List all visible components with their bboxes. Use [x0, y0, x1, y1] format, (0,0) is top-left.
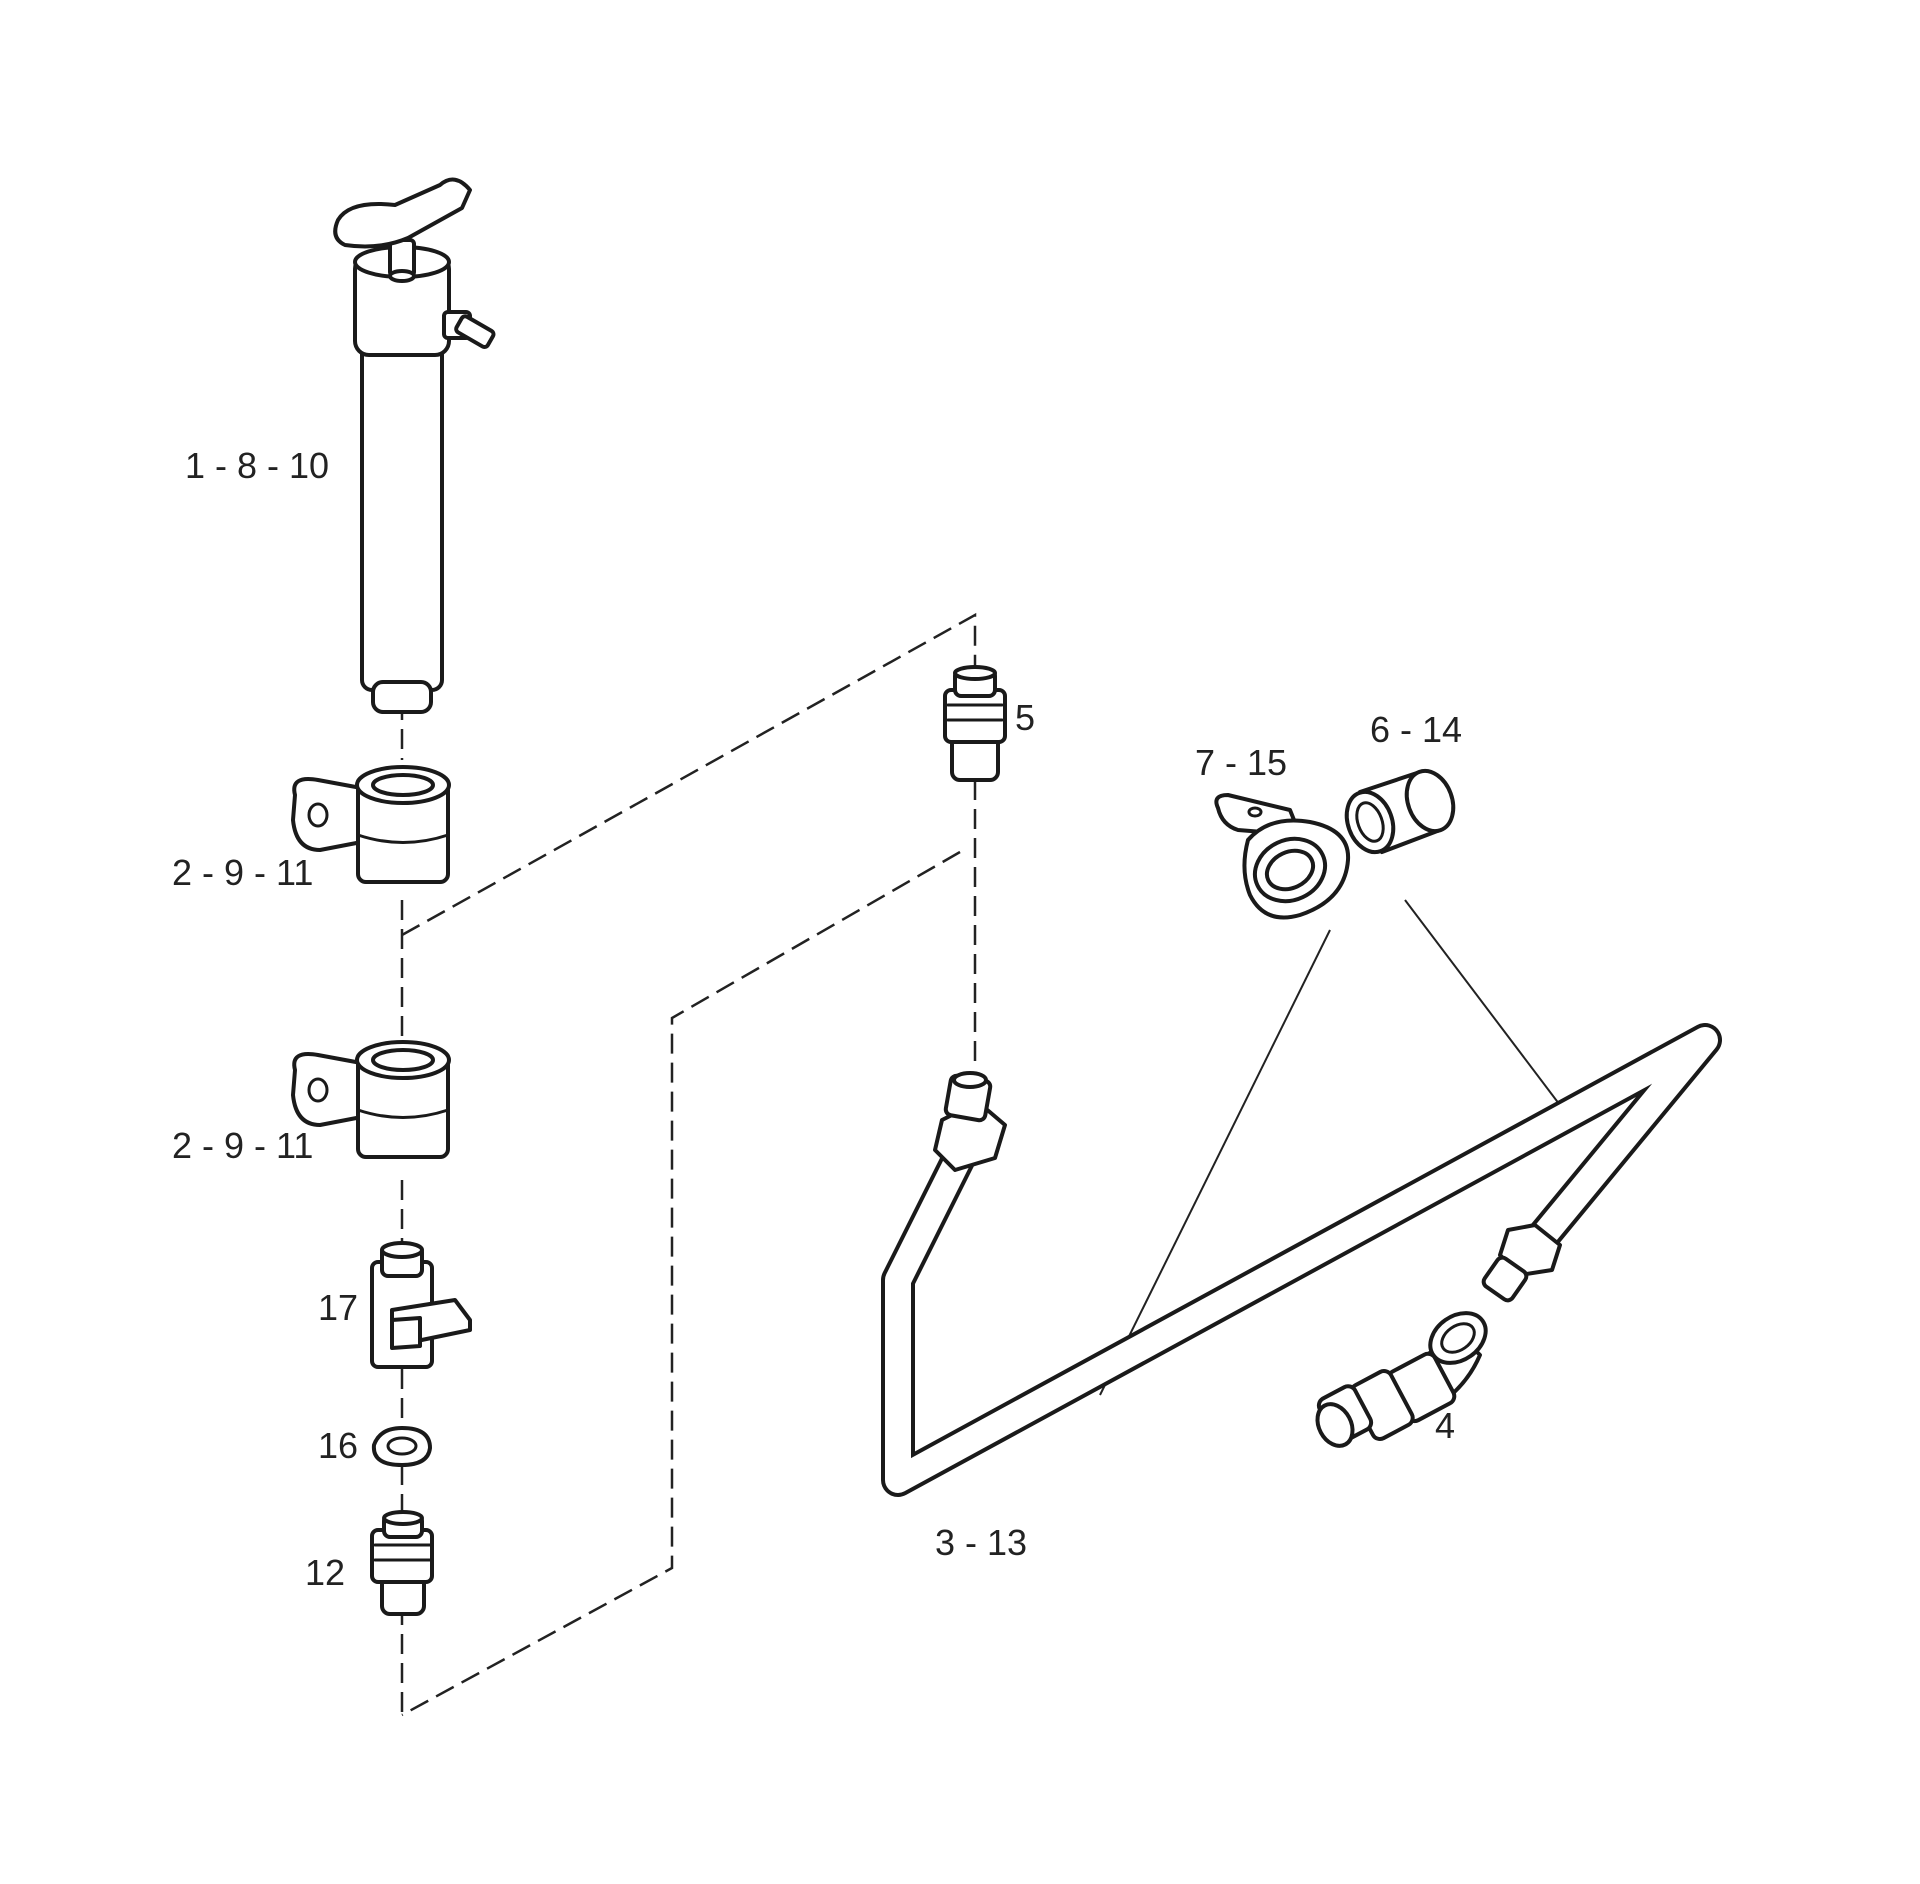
label-elbow: 4 — [1435, 1405, 1455, 1446]
grommet — [1344, 768, 1456, 855]
assembly-guide-lines — [400, 612, 977, 1717]
elbow-connector — [1315, 1311, 1488, 1448]
label-grommet: 6 - 14 — [1370, 709, 1462, 750]
hand-pump — [333, 177, 496, 714]
union-top — [943, 665, 1007, 782]
small-clamp — [1214, 793, 1351, 920]
label-tee-fitting: 17 — [318, 1287, 358, 1328]
label-lower-union: 12 — [305, 1552, 345, 1593]
label-pipe: 3 - 13 — [935, 1522, 1027, 1563]
clamp-upper — [291, 765, 451, 884]
tee-fitting — [370, 1241, 472, 1369]
callout-labels: 1 - 8 - 10 2 - 9 - 11 2 - 9 - 11 17 16 1… — [172, 445, 1462, 1593]
label-pump: 1 - 8 - 10 — [185, 445, 329, 486]
label-union-top: 5 — [1015, 697, 1035, 738]
seal-ring — [371, 1426, 432, 1467]
lower-union — [370, 1510, 434, 1616]
label-small-clamp: 7 - 15 — [1195, 742, 1287, 783]
label-seal-ring: 16 — [318, 1425, 358, 1466]
label-clamp-upper: 2 - 9 - 11 — [172, 852, 313, 893]
leader-lines — [1099, 899, 1576, 1396]
label-clamp-lower: 2 - 9 - 11 — [172, 1125, 313, 1166]
clamp-lower — [291, 1040, 451, 1159]
pipe-assembly — [881, 1023, 1722, 1497]
